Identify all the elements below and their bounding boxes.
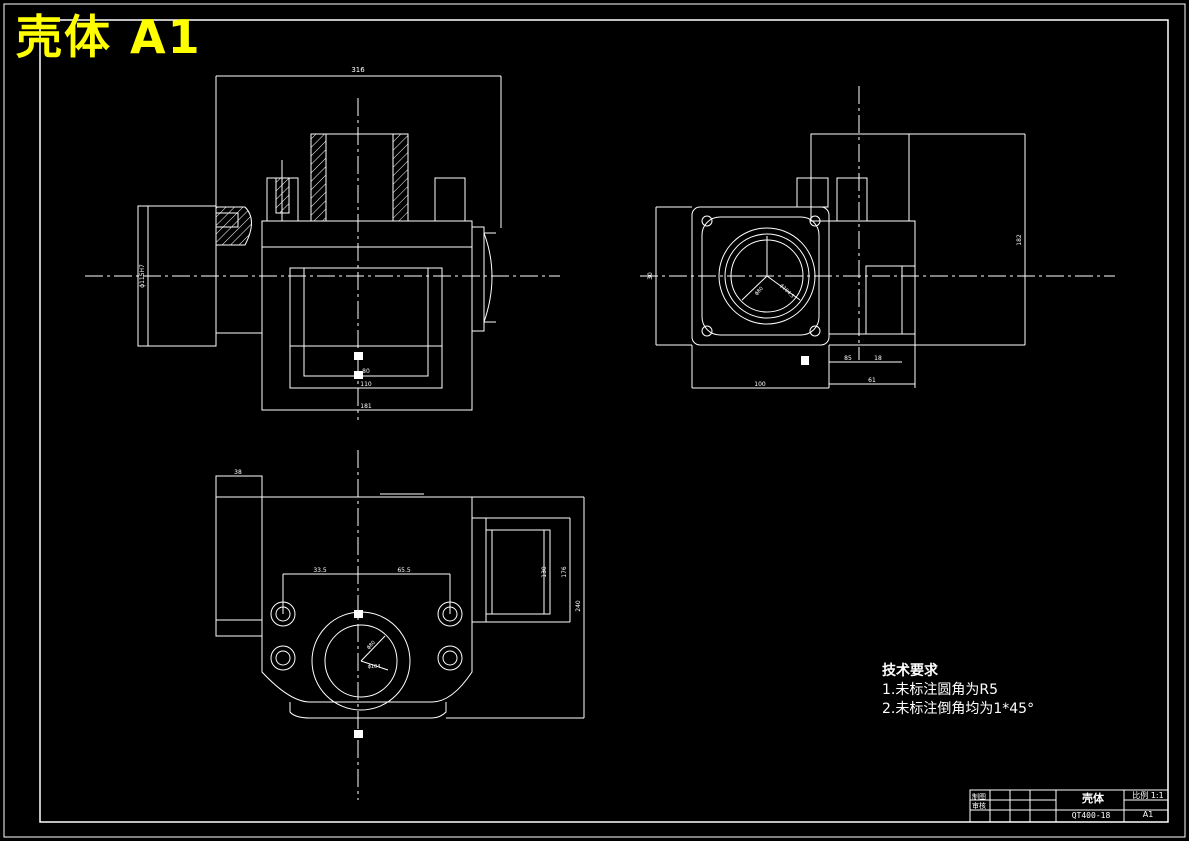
notes-heading: 技术要求 — [882, 663, 938, 679]
drawing-title: 壳体 A1 — [16, 10, 202, 64]
dim-top-radius-a: ϕ80 — [366, 640, 377, 651]
title-block — [969, 789, 1169, 823]
notes-line-2: 2.未标注倒角均为1*45° — [882, 701, 1035, 717]
front-view — [85, 75, 560, 420]
dim-top-vert-c: 240 — [575, 600, 582, 612]
dim-side-offset-b: 18 — [874, 355, 882, 362]
dim-top-offset-b: 65.5 — [397, 567, 411, 574]
dim-front-inner-width: 80 — [362, 368, 370, 375]
title-block-sheet-size: A1 — [1142, 810, 1154, 819]
dim-top-left-width: 38 — [234, 469, 242, 476]
sheet-inner-border — [39, 19, 1169, 823]
title-block-drawn-row: 制图 — [972, 793, 986, 801]
side-view — [640, 86, 1115, 389]
dim-top-radius-b: ϕ104 — [368, 664, 381, 670]
dim-side-height-left: 30 — [647, 272, 654, 280]
title-block-part-name: 壳体 — [1082, 792, 1104, 805]
dim-front-total-width: 181 — [360, 403, 372, 410]
top-view — [215, 450, 585, 800]
dim-side-radius-a: ϕ80 — [754, 286, 765, 297]
dim-front-bore-width: 110 — [360, 381, 372, 388]
title-block-material: QT400-18 — [1071, 811, 1111, 820]
sheet-outer-border — [3, 3, 1186, 838]
dim-front-top-width: 316 — [351, 66, 365, 74]
title-block-checked-row: 审核 — [972, 802, 986, 810]
dim-side-height-right: 182 — [1016, 234, 1023, 246]
dim-top-vert-a: 130 — [541, 566, 548, 578]
notes-line-1: 1.未标注圆角为R5 — [882, 682, 998, 698]
dim-side-offset-a: 85 — [844, 355, 852, 362]
dim-side-width-bottom: 100 — [754, 381, 766, 388]
dim-front-left-height: ϕ115H7 — [139, 264, 146, 288]
dim-top-offset-a: 33.5 — [313, 567, 327, 574]
dim-side-radius-b: ϕ104.5 — [778, 283, 795, 300]
title-block-scale: 比例 1:1 — [1132, 791, 1164, 800]
technical-requirements: 技术要求 1.未标注圆角为R5 2.未标注倒角均为1*45° — [882, 662, 1034, 719]
dim-side-offset-c: 61 — [868, 377, 876, 384]
dim-top-vert-b: 176 — [561, 566, 568, 578]
